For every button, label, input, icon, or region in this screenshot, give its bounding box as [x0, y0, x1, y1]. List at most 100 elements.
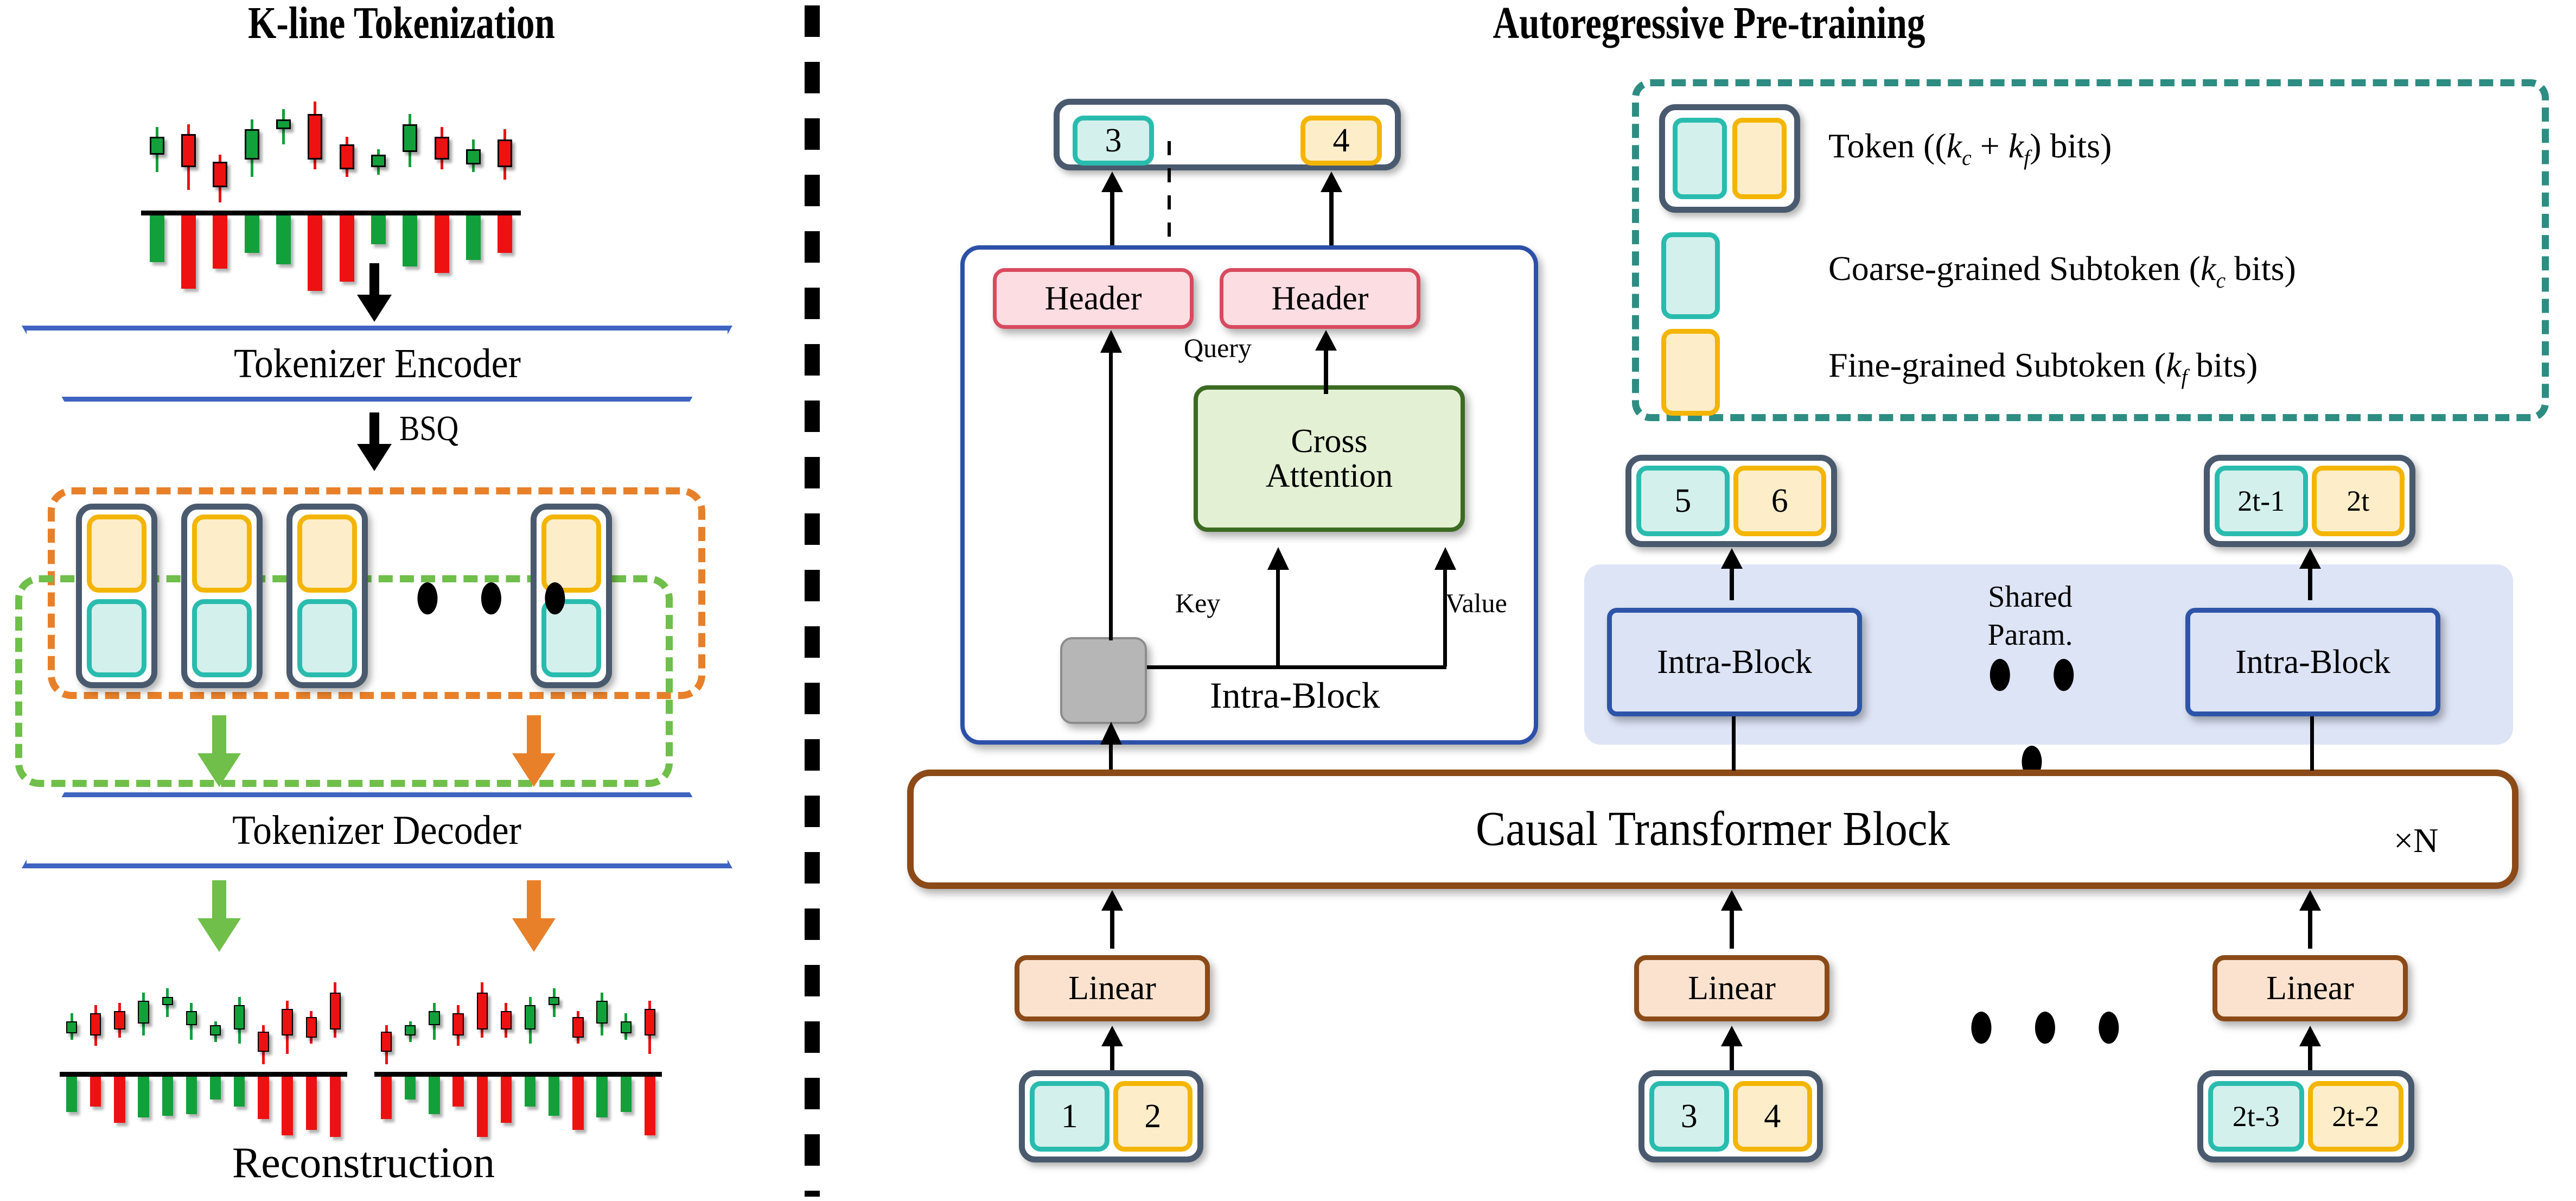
value-label: Value [1445, 588, 1507, 618]
volume-bar [498, 215, 513, 253]
arrow-key-into-xatt [1267, 547, 1289, 570]
panel-divider [805, 5, 820, 1197]
legend-k-glyph2: k [2008, 126, 2024, 165]
candle-body [549, 996, 560, 1005]
legend-coarse-label: Coarse-grained Subtoken (kc bits) [1828, 249, 2296, 293]
input-fine-subtoken: 2 [1113, 1081, 1193, 1152]
input-token-12[interactable]: 1 2 [1019, 1070, 1203, 1162]
candle-body [138, 1001, 149, 1024]
linear-block-1[interactable]: Linear [1015, 955, 1210, 1021]
output-token-34[interactable]: 3 4 [1054, 99, 1401, 170]
transformer-to-node-line [1109, 744, 1113, 785]
volume-bar [434, 215, 449, 274]
legend-sub-c: c [1962, 145, 1972, 170]
chart-baseline [374, 1071, 662, 1077]
token-capsule[interactable] [181, 504, 263, 688]
linear-block-3[interactable]: Linear [2212, 955, 2408, 1021]
key-label: Key [1175, 588, 1221, 618]
hidden-state-node [1060, 637, 1147, 724]
legend-coarse-swatch [1661, 232, 1720, 319]
candle-body [276, 119, 291, 130]
shared-fine-subtoken: 6 [1733, 466, 1826, 536]
token-capsule[interactable] [76, 504, 157, 688]
candle-body [476, 993, 488, 1030]
volume-bar [403, 215, 418, 266]
input-fine-subtoken: 4 [1732, 1081, 1812, 1152]
arrow-node-to-header-left [1100, 330, 1122, 353]
shared-output-token-56[interactable]: 5 6 [1625, 455, 1837, 547]
candle-body [181, 134, 196, 167]
cross-attention-block[interactable]: Cross Attention [1194, 385, 1465, 532]
input-token-2t[interactable]: 2t-3 2t-2 [2197, 1070, 2414, 1162]
token-ellipsis: ● ● ● [413, 552, 581, 636]
input-token-34[interactable]: 3 4 [1638, 1070, 1823, 1162]
volume-bar [149, 215, 164, 262]
candle-body [329, 993, 341, 1030]
candle-body [244, 129, 259, 160]
candle-body [429, 1011, 440, 1026]
output-coarse-subtoken: 3 [1073, 116, 1154, 166]
tokenizer-encoder-block[interactable]: Tokenizer Encoder [22, 326, 732, 402]
arrow-transformer-to-node [1100, 722, 1122, 745]
shared-fine-subtoken: 2t [2311, 466, 2405, 536]
volume-bar [329, 1076, 341, 1138]
candle-body [114, 1011, 125, 1030]
volume-bar [162, 1076, 173, 1116]
volume-bar [500, 1076, 512, 1123]
candle-body [258, 1031, 269, 1052]
volume-bar [405, 1076, 416, 1100]
volume-bar [258, 1076, 269, 1120]
token-capsule[interactable] [286, 504, 368, 688]
candle-body [282, 1009, 293, 1036]
input-coarse-subtoken: 2t-3 [2208, 1081, 2304, 1152]
linear-block-2[interactable]: Linear [1634, 955, 1829, 1021]
riser-to-intra1 [1732, 716, 1736, 771]
candle-body [209, 1025, 221, 1036]
coarse-subtoken [541, 599, 601, 677]
legend-k-glyph4: k [2166, 346, 2182, 384]
fine-subtoken [297, 514, 357, 593]
all-tokens-group-orange [48, 487, 705, 699]
legend-coarse-half [1673, 118, 1727, 199]
header-right-block[interactable]: Header [1220, 268, 1420, 329]
chart-baseline [60, 1071, 347, 1077]
legend-k-glyph3: k [2201, 249, 2216, 288]
legend-k-glyph: k [1946, 126, 1962, 165]
input-kline-chart [141, 76, 521, 293]
right-panel-title: Autoregressive Pre-training [1493, 0, 1925, 48]
fine-subtoken [192, 514, 252, 593]
bsq-label: BSQ [399, 409, 459, 448]
legend-fine-swatch [1661, 329, 1720, 416]
candle-body [234, 1005, 245, 1030]
volume-bar [596, 1076, 608, 1118]
token-capsule[interactable] [531, 504, 612, 688]
input-fine-subtoken: 2t-2 [2307, 1081, 2403, 1152]
volume-bar [476, 1076, 488, 1138]
candle-body [305, 1017, 317, 1038]
legend-plus: + [1971, 126, 2008, 165]
tokenizer-encoder-label: Tokenizer Encoder [233, 340, 521, 386]
shared-coarse-subtoken: 5 [1636, 466, 1730, 536]
volume-bar [244, 215, 259, 253]
candle-body [186, 1011, 197, 1026]
volume-bar [339, 215, 354, 282]
intra-block-2[interactable]: Intra-Block [2185, 608, 2440, 716]
legend-fine-half [1732, 118, 1787, 199]
volume-bar [429, 1076, 440, 1114]
volume-bar [620, 1076, 632, 1113]
volume-bar [572, 1076, 584, 1130]
reconstruction-chart-left [60, 961, 347, 1140]
arrow-value-into-xatt [1434, 547, 1456, 570]
tokenizer-decoder-label: Tokenizer Decoder [232, 807, 522, 853]
header-left-block[interactable]: Header [993, 268, 1194, 329]
input-ellipsis: ● ● ● [1967, 982, 2135, 1065]
candle-body [66, 1021, 78, 1034]
candle-body [339, 144, 354, 170]
shared-output-token-2t[interactable]: 2t-1 2t [2204, 455, 2415, 547]
volume-bar [549, 1076, 560, 1116]
intra-block-detail-label: Intra-Block [1210, 675, 1380, 716]
tokenizer-decoder-block[interactable]: Tokenizer Decoder [22, 792, 732, 868]
volume-bar [308, 215, 323, 291]
intra-block-1[interactable]: Intra-Block [1607, 608, 1862, 716]
causal-transformer-block[interactable]: Causal Transformer Block [907, 770, 2518, 889]
